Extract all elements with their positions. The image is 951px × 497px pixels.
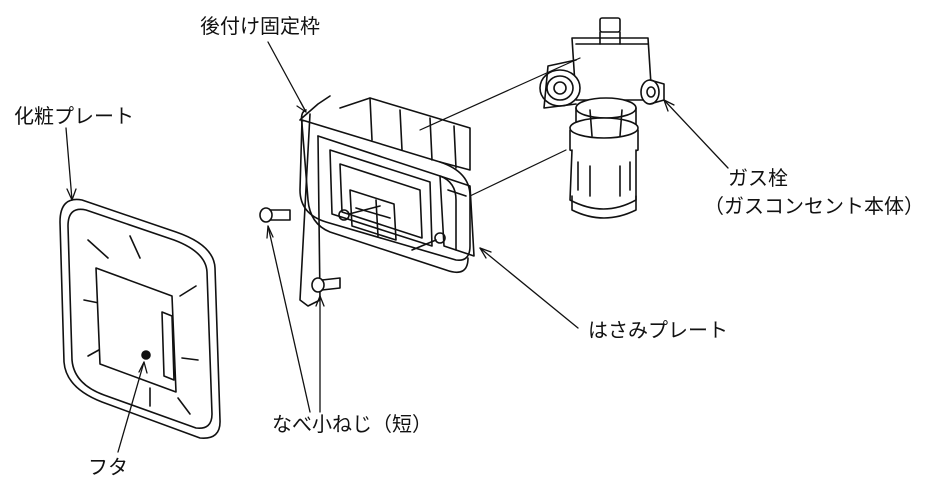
leader-lines — [65, 41, 729, 453]
gas-valve-label: ガス栓 — [728, 166, 788, 190]
connection-lines — [419, 57, 581, 197]
lid-label: フタ — [88, 455, 128, 479]
gas-valve — [539, 17, 665, 219]
pan-screw-label: なべ小ねじ（短） — [272, 412, 432, 436]
pan-screws — [259, 207, 341, 293]
rear-fixing-frame — [299, 95, 475, 307]
lid — [95, 267, 177, 393]
clamp-plate-label: はさみプレート — [588, 318, 728, 342]
gas-outlet-body-label: （ガスコンセント本体） — [704, 194, 924, 218]
cosmetic-plate-label: 化粧プレート — [14, 104, 134, 128]
rear-fixing-frame-label: 後付け固定枠 — [200, 14, 320, 38]
